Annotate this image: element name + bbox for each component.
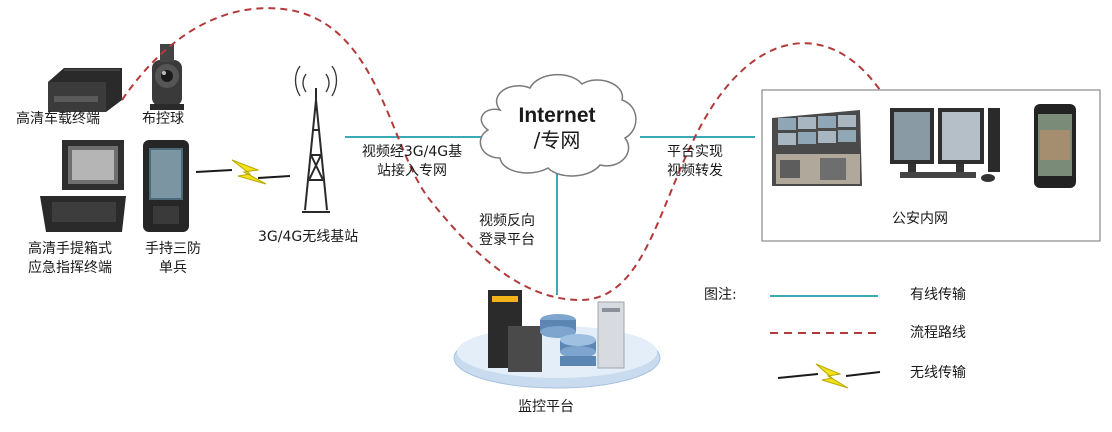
legend-wireless-label: 无线传输 [910, 365, 966, 381]
label-ptz-dome: 布控球 [142, 111, 184, 127]
legend-title: 图注: [704, 287, 737, 303]
wired-links [345, 136, 755, 295]
workstation-icon [890, 108, 1000, 182]
label-reverse-login: 视频反向 登录平台 [479, 213, 535, 248]
smartphone-icon [1034, 104, 1076, 188]
tower-icon [302, 88, 330, 213]
label-handheld: 手持三防 单兵 [145, 241, 201, 276]
signal-waves-icon [294, 65, 338, 97]
label-access-link: 视频经3G/4G基 站接入专网 [361, 144, 463, 179]
vehicle-terminal-icon [48, 68, 122, 112]
handheld-device-icon [143, 140, 189, 232]
label-base-station: 3G/4G无线基站 [258, 229, 359, 245]
server-cluster-icon [488, 290, 625, 372]
label-relay-link: 平台实现 视频转发 [667, 144, 723, 179]
label-platform: 监控平台 [518, 399, 574, 415]
label-police-network: 公安内网 [892, 211, 948, 227]
internet-cloud [479, 73, 637, 177]
ptz-dome-icon [150, 44, 184, 110]
legend-wireless-sample [777, 363, 881, 389]
legend-process-label: 流程路线 [910, 325, 966, 341]
suitcase-terminal-icon [40, 140, 126, 232]
video-wall-icon [772, 110, 862, 186]
label-suitcase-terminal: 高清手提箱式 应急指挥终端 [28, 241, 112, 276]
wireless-link [195, 159, 291, 185]
label-internet: Internet /专网 [518, 104, 596, 152]
label-vehicle-terminal: 高清车载终端 [16, 111, 100, 127]
legend-wired-label: 有线传输 [910, 287, 966, 303]
